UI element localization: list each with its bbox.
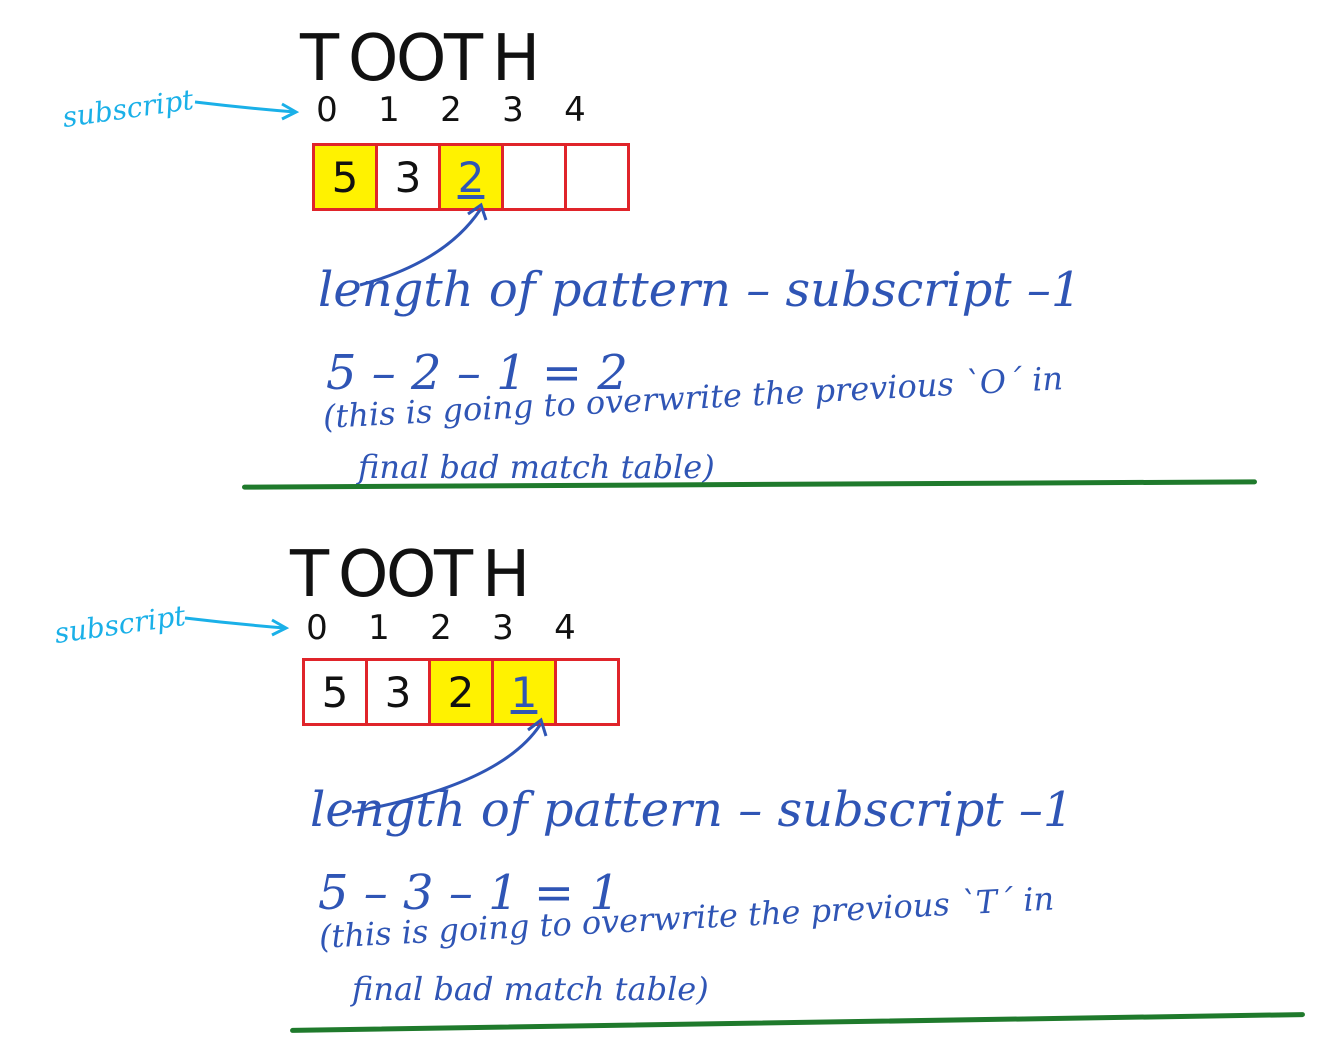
index-label: 1: [378, 90, 400, 130]
formula-text: length of pattern – subscript –1: [310, 782, 1074, 838]
pattern-letter: H: [492, 22, 551, 96]
index-label: 2: [430, 608, 452, 648]
table-cell: 3: [378, 146, 441, 208]
pattern-letter: T: [444, 22, 494, 96]
pattern-letter: O: [338, 538, 399, 612]
subscript-arrow-icon: [184, 616, 290, 637]
table-cell: [504, 146, 567, 208]
pattern-letter: O: [396, 22, 457, 96]
index-label: 2: [440, 90, 462, 130]
index-label: 1: [368, 608, 390, 648]
pointer-arrow-icon: [359, 202, 488, 287]
table-cell: 5: [315, 146, 378, 208]
calculation-text: 5 – 2 – 1 = 2: [326, 345, 628, 401]
calculation-text: 5 – 3 – 1 = 1: [318, 865, 620, 921]
formula-text: length of pattern – subscript –1: [318, 262, 1082, 318]
subscript-arrow-icon: [194, 100, 300, 121]
pattern-letter: T: [290, 538, 340, 612]
bad-match-table: 5 3 2: [312, 143, 630, 211]
pattern-letter: T: [434, 538, 484, 612]
pattern-word: TOOTH: [290, 538, 530, 612]
note-line-2: final bad match table): [358, 448, 715, 486]
pattern-letter: O: [386, 538, 447, 612]
index-label: 3: [492, 608, 514, 648]
pattern-word: TOOTH: [300, 22, 540, 96]
note-line-2: final bad match table): [352, 970, 709, 1008]
table-cell: 2: [441, 146, 504, 208]
table-cell: 1: [494, 661, 557, 723]
index-label: 4: [564, 90, 586, 130]
table-cell: 2: [431, 661, 494, 723]
bad-match-table: 5 3 2 1: [302, 658, 620, 726]
index-label: 0: [316, 90, 338, 130]
pattern-letter: H: [482, 538, 541, 612]
pattern-letter: T: [300, 22, 350, 96]
index-label: 0: [306, 608, 328, 648]
index-label: 4: [554, 608, 576, 648]
index-label: 3: [502, 90, 524, 130]
pointer-arrow-icon: [351, 717, 548, 814]
table-cell: 3: [368, 661, 431, 723]
table-cell: 5: [305, 661, 368, 723]
pattern-letter: O: [348, 22, 409, 96]
